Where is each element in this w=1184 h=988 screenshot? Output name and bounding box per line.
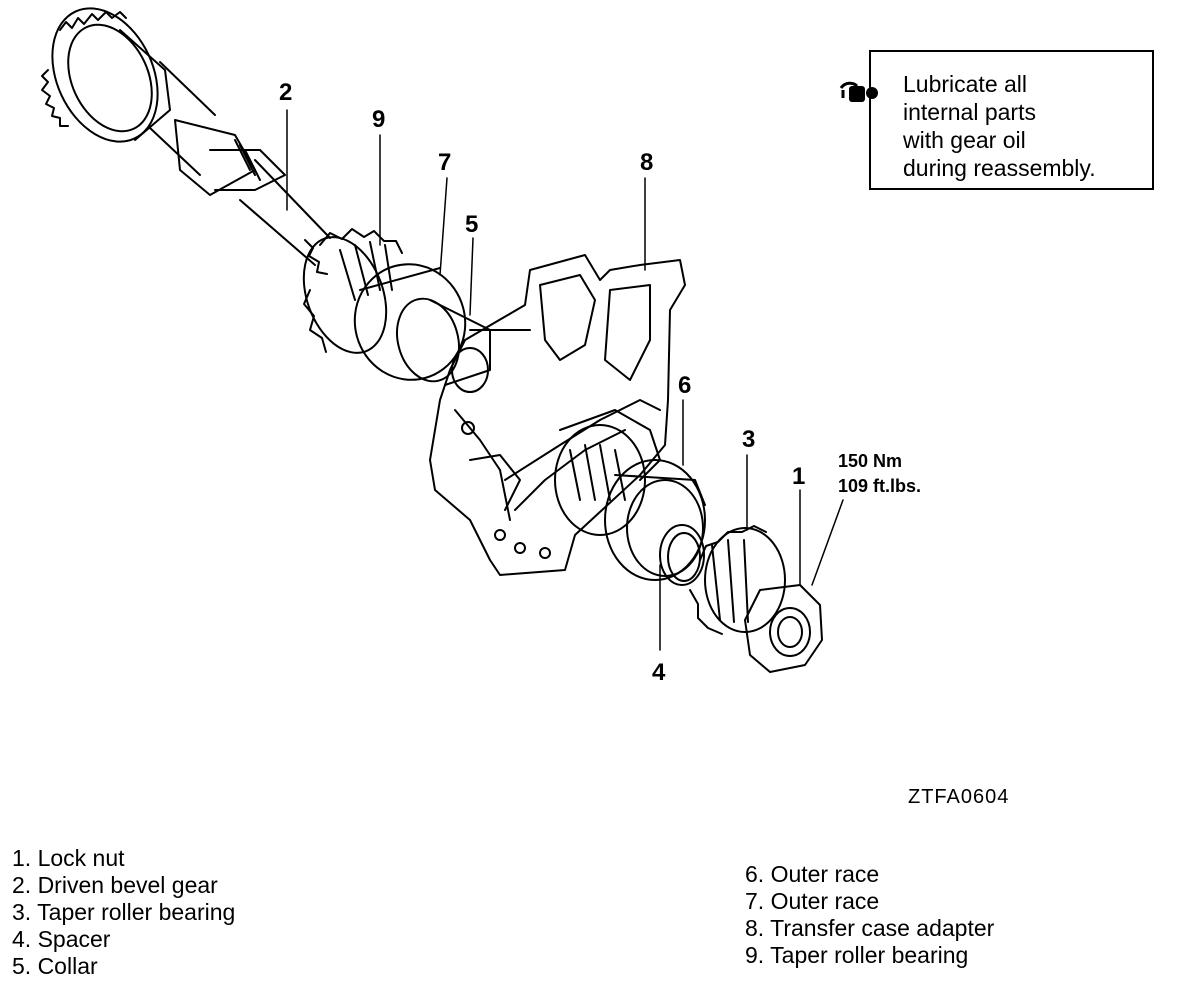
callout-2: 2 (279, 79, 292, 106)
lock-nut (744, 584, 823, 673)
parts-legend-left: 1. Lock nut 2. Driven bevel gear 3. Tape… (12, 845, 235, 980)
legend-item: 7. Outer race (745, 888, 880, 914)
legend-item: 5. Collar (12, 953, 98, 979)
taper-roller-bearing-inner (302, 228, 403, 354)
spacer (659, 524, 705, 586)
internal-bearing (554, 424, 646, 536)
outer-race-6 (604, 459, 706, 581)
legend-item: 8. Transfer case adapter (745, 915, 995, 941)
legend-item: 3. Taper roller bearing (12, 899, 236, 925)
callout-3: 3 (742, 426, 755, 453)
transfer-case-adapter (429, 254, 686, 576)
callout-6: 6 (678, 372, 691, 399)
leader-lines (286, 109, 844, 651)
lubrication-note: Lubricate all internal parts with gear o… (903, 70, 1096, 182)
note-line-3: with gear oil (903, 127, 1026, 153)
figure-code: ZTFA0604 (908, 786, 1010, 808)
callout-4: 4 (652, 659, 666, 686)
callout-8: 8 (640, 149, 653, 176)
legend-item: 1. Lock nut (12, 845, 125, 871)
torque-ftlbs: 109 ft.lbs. (838, 476, 921, 496)
legend-item: 9. Taper roller bearing (745, 942, 969, 968)
lubrication-note-box (869, 50, 1154, 190)
oil-can-icon (839, 81, 878, 102)
callout-5: 5 (465, 211, 478, 238)
callout-7: 7 (438, 149, 451, 176)
note-line-4: during reassembly. (903, 155, 1096, 181)
outer-race-7 (353, 263, 467, 383)
parts-legend-right: 6. Outer race 7. Outer race 8. Transfer … (745, 861, 994, 969)
callout-9: 9 (372, 106, 385, 133)
driven-bevel-gear (41, 7, 331, 275)
taper-roller-bearing-outer (689, 525, 786, 635)
legend-item: 2. Driven bevel gear (12, 872, 218, 898)
note-line-1: Lubricate all (903, 71, 1028, 97)
note-line-2: internal parts (903, 99, 1036, 125)
legend-item: 4. Spacer (12, 926, 111, 952)
callout-1: 1 (792, 463, 805, 490)
legend-item: 6. Outer race (745, 861, 880, 887)
collar (429, 299, 491, 393)
torque-nm: 150 Nm (838, 451, 902, 471)
